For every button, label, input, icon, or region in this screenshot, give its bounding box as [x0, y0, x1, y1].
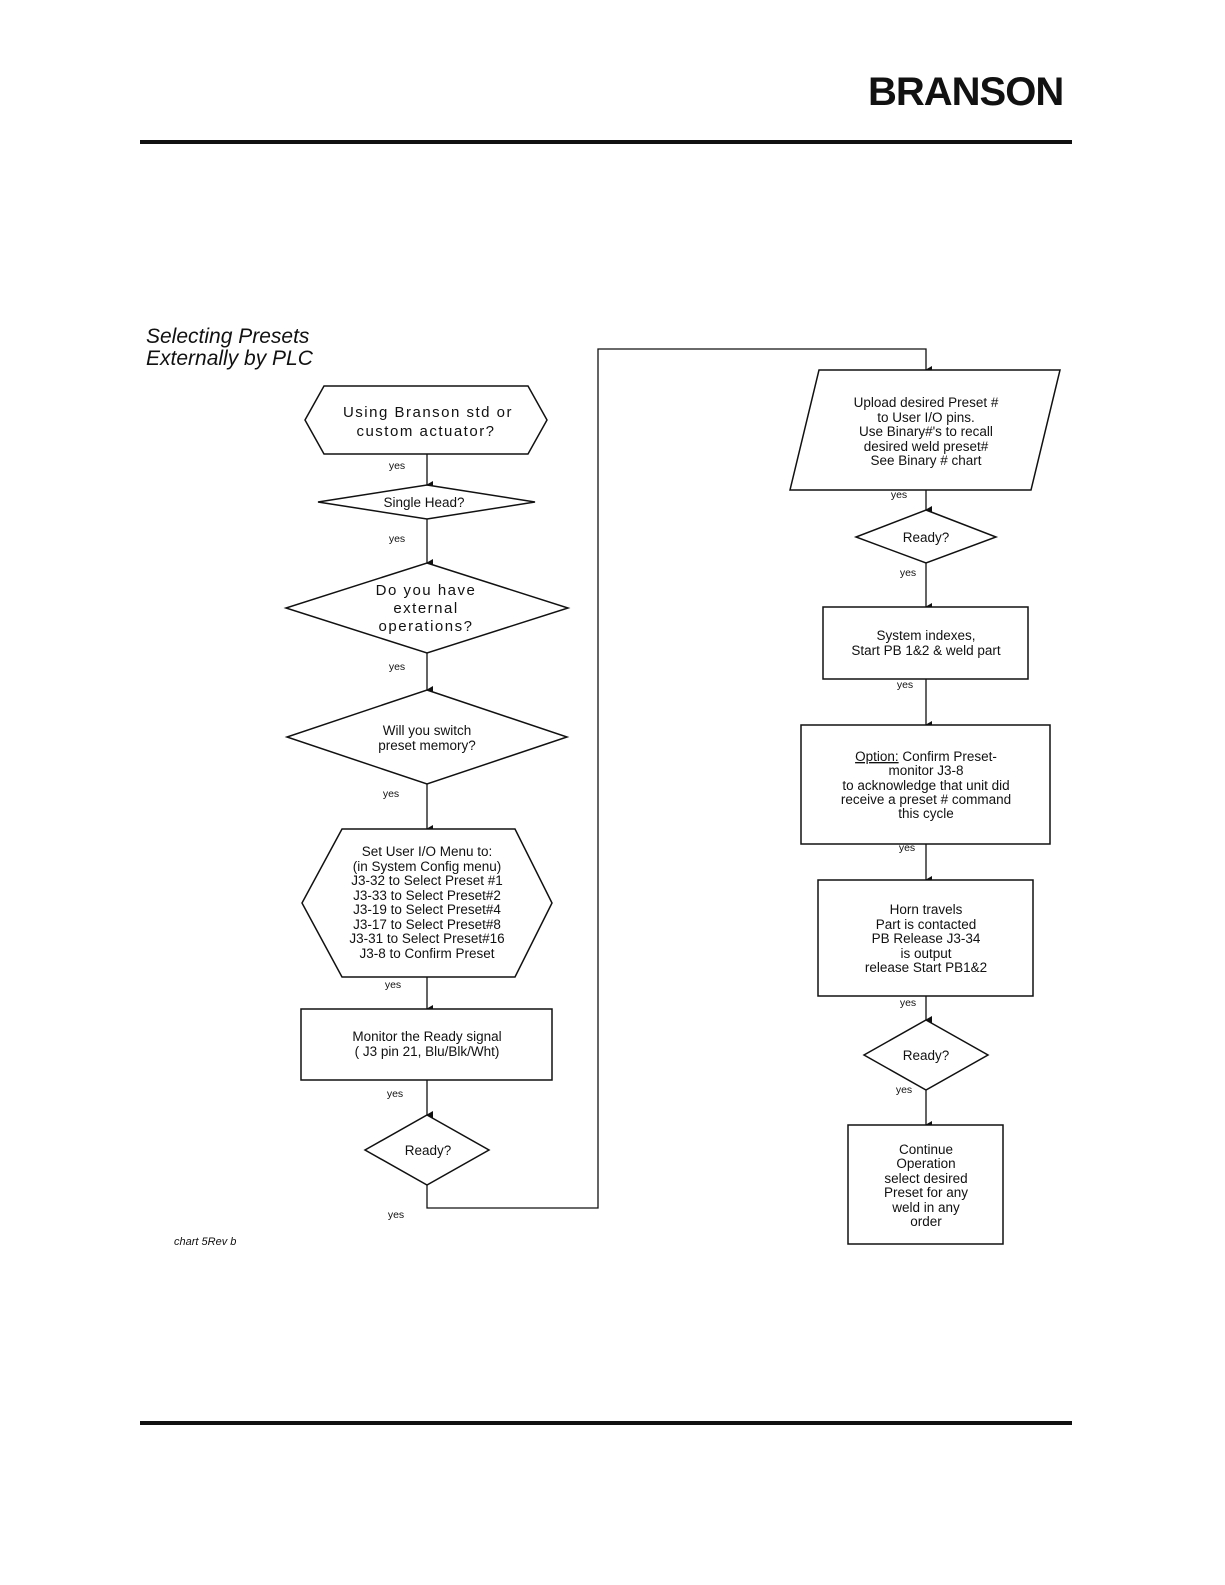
node-labels: Using Branson std or custom actuator? Si…	[343, 395, 1011, 1229]
option-label: Option:	[855, 749, 899, 764]
external-ops-decision	[283, 562, 571, 654]
yes-label-12: yes	[900, 997, 916, 1009]
ready-decision-2	[853, 509, 999, 564]
continue-operation-box	[847, 1124, 1004, 1245]
ready-2-label: Ready?	[903, 530, 950, 545]
set-user-io-hexagon	[301, 828, 553, 978]
horn-travels-line-5: release Start PB1&2	[865, 960, 987, 975]
continue-line-1: Continue	[899, 1142, 953, 1157]
yes-label-7: yes	[388, 1209, 404, 1221]
continue-line-2: Operation	[896, 1156, 955, 1171]
continue-line-4: Preset for any	[884, 1185, 968, 1200]
set-user-io-line-4: J3-33 to Select Preset#2	[353, 888, 501, 903]
upload-preset-line-3: Use Binary#'s to recall	[859, 424, 993, 439]
continue-line-6: order	[910, 1214, 942, 1229]
title-line-2: Externally by PLC	[146, 347, 313, 370]
option-confirm-line-4: receive a preset # command	[841, 792, 1011, 807]
title-line-1: Selecting Presets	[146, 325, 310, 348]
yes-label-6: yes	[387, 1088, 403, 1100]
single-head-decision	[317, 484, 536, 520]
yes-label-1: yes	[389, 460, 405, 472]
using-branson-line-1: Using Branson std or	[343, 404, 513, 421]
continue-line-5: weld in any	[891, 1200, 960, 1215]
monitor-ready-box	[300, 1008, 553, 1081]
connectors	[426, 348, 932, 1209]
upload-preset-parallelogram	[789, 369, 1061, 491]
yes-label-4: yes	[383, 788, 399, 800]
continue-line-3: select desired	[884, 1171, 967, 1186]
edge-ready1-to-upload	[426, 348, 932, 1209]
yes-label-8: yes	[891, 489, 907, 501]
yes-label-2: yes	[389, 533, 405, 545]
set-user-io-line-8: J3-8 to Confirm Preset	[359, 946, 494, 961]
option-confirm-line-1: Option: Confirm Preset-	[855, 749, 997, 764]
monitor-ready-line-1: Monitor the Ready signal	[352, 1029, 501, 1044]
ready-decision-3	[862, 1019, 990, 1091]
footer-rule	[140, 1421, 1072, 1425]
upload-preset-line-1: Upload desired Preset #	[854, 395, 999, 410]
yes-label-9: yes	[900, 567, 916, 579]
ready-1-label: Ready?	[405, 1143, 452, 1158]
horn-travels-box	[817, 879, 1034, 997]
system-indexes-line-2: Start PB 1&2 & weld part	[851, 643, 1001, 658]
using-branson-line-2: custom actuator?	[356, 423, 495, 440]
external-ops-line-3: operations?	[379, 618, 474, 635]
system-indexes-line-1: System indexes,	[876, 628, 975, 643]
upload-preset-line-5: See Binary # chart	[870, 453, 981, 468]
system-indexes-box	[822, 606, 1029, 680]
chart-revision-note: chart 5Rev b	[174, 1236, 237, 1248]
switch-preset-decision	[284, 689, 570, 785]
option-confirm-box	[800, 724, 1051, 845]
set-user-io-line-1: Set User I/O Menu to:	[362, 844, 493, 859]
horn-travels-line-1: Horn travels	[890, 902, 963, 917]
upload-preset-line-4: desired weld preset#	[864, 439, 989, 454]
option-confirm-line-3: to acknowledge that unit did	[842, 778, 1009, 793]
monitor-ready-line-2: ( J3 pin 21, Blu/Blk/Wht)	[355, 1044, 500, 1059]
using-branson-hexagon	[304, 385, 548, 455]
ready-decision-1	[363, 1114, 491, 1186]
node-shapes	[283, 369, 1061, 1245]
yes-label-3: yes	[389, 661, 405, 673]
yes-label-11: yes	[899, 842, 915, 854]
switch-preset-line-2: preset memory?	[378, 738, 476, 753]
set-user-io-line-2: (in System Config menu)	[353, 859, 502, 874]
header-rule	[140, 140, 1072, 144]
edge-labels: yes yes yes yes yes yes yes yes yes yes …	[383, 460, 916, 1221]
option-confirm-line-2: monitor J3-8	[888, 763, 963, 778]
set-user-io-line-7: J3-31 to Select Preset#16	[349, 931, 504, 946]
diagram-title: Selecting Presets Externally by PLC	[146, 326, 313, 370]
external-ops-line-2: external	[393, 600, 458, 617]
branson-logo: BRANSON	[868, 70, 1064, 114]
ready-3-label: Ready?	[903, 1048, 950, 1063]
single-head-label: Single Head?	[383, 495, 464, 510]
set-user-io-line-5: J3-19 to Select Preset#4	[353, 902, 501, 917]
yes-label-5: yes	[385, 979, 401, 991]
horn-travels-line-2: Part is contacted	[876, 917, 977, 932]
set-user-io-line-6: J3-17 to Select Preset#8	[353, 917, 501, 932]
external-ops-line-1: Do you have	[376, 582, 477, 599]
upload-preset-line-2: to User I/O pins.	[877, 410, 975, 425]
option-confirm-line-5: this cycle	[898, 806, 954, 821]
option-line-1-rest: Confirm Preset-	[899, 749, 997, 764]
yes-label-13: yes	[896, 1084, 912, 1096]
horn-travels-line-3: PB Release J3-34	[872, 931, 981, 946]
switch-preset-line-1: Will you switch	[383, 723, 472, 738]
yes-label-10: yes	[897, 679, 913, 691]
set-user-io-line-3: J3-32 to Select Preset #1	[351, 873, 503, 888]
horn-travels-line-4: is output	[900, 946, 951, 961]
